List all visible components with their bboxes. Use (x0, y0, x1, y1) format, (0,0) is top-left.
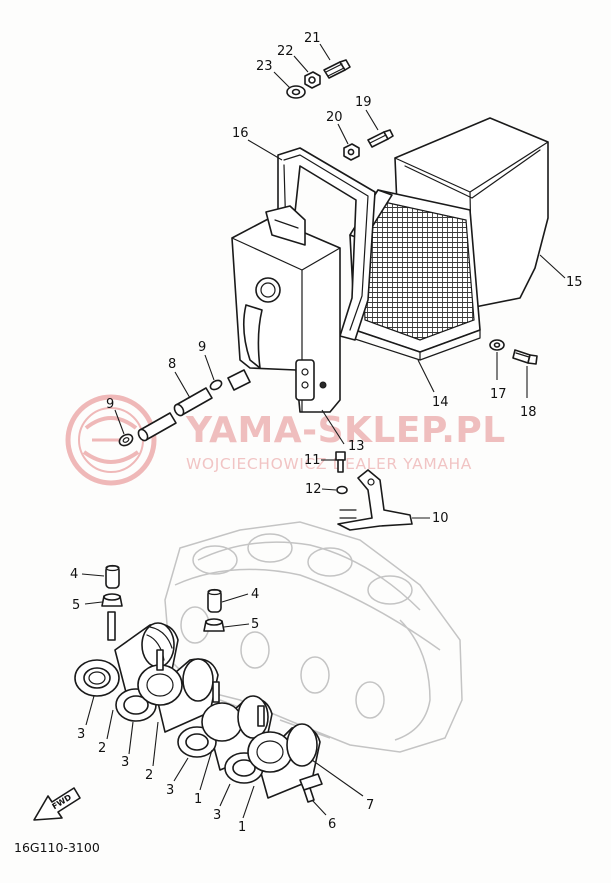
callout-3-c: 3 (166, 783, 174, 798)
callout-4-left: 4 (70, 567, 78, 582)
callout-10: 10 (432, 511, 449, 526)
nut-20 (343, 143, 360, 161)
hose-fitting (227, 369, 251, 391)
fitting-5-right (203, 618, 225, 632)
watermark: YAMA-SKLEP.PL WOJCIECHOWICZ DEALER YAMAH… (65, 394, 506, 486)
callout-4-right: 4 (251, 587, 259, 602)
washer-23 (286, 85, 306, 99)
callout-5-right: 5 (251, 617, 259, 632)
callout-2-b: 2 (145, 768, 153, 783)
watermark-title: YAMA-SKLEP.PL (185, 410, 506, 451)
nut-22 (304, 71, 321, 89)
callout-19: 19 (355, 95, 372, 110)
callout-3-a: 3 (77, 727, 85, 742)
callout-5-left: 5 (72, 598, 80, 613)
callout-21: 21 (304, 31, 321, 46)
clip-9-lower (118, 433, 134, 447)
callout-11: 11 (304, 453, 321, 468)
callout-8: 8 (168, 357, 176, 372)
fitting-5-left (101, 593, 123, 641)
callout-6: 6 (328, 817, 336, 832)
callout-2-a: 2 (98, 741, 106, 756)
callout-9-upper: 9 (198, 340, 206, 355)
air-cleaner-box (231, 205, 341, 413)
bolt-6 (299, 773, 323, 803)
carb-joint-left-lower (115, 658, 219, 733)
cap-4-left (105, 564, 120, 589)
callout-15: 15 (566, 275, 583, 290)
callout-20: 20 (326, 110, 343, 125)
leader-lines (81, 43, 566, 819)
clip-9-upper (209, 379, 223, 391)
nut-12 (336, 485, 348, 495)
watermark-subtitle: WOJCIECHOWICZ DEALER YAMAHA (186, 455, 472, 473)
bolt-19 (367, 129, 394, 148)
callout-labels: 21 22 23 20 19 16 15 14 17 18 13 9 8 9 1… (70, 31, 583, 835)
bracket-10 (337, 469, 413, 531)
callout-13: 13 (348, 439, 365, 454)
carb-joint-left-upper (74, 622, 179, 701)
nipples (156, 649, 265, 727)
front-arrow-icon: FWD (33, 787, 81, 821)
callout-18: 18 (520, 405, 537, 420)
callout-3-b: 3 (121, 755, 129, 770)
callout-1-b: 1 (238, 820, 246, 835)
bolt-18 (512, 349, 538, 365)
callout-23: 23 (256, 59, 273, 74)
callout-12: 12 (305, 482, 322, 497)
callout-7: 7 (366, 798, 374, 813)
bolt-21 (323, 59, 351, 79)
cap-4-right (207, 588, 222, 613)
callout-9-lower: 9 (106, 397, 114, 412)
callout-3-d: 3 (213, 808, 221, 823)
callout-16: 16 (232, 126, 249, 141)
bolt-11 (335, 451, 346, 473)
callout-17: 17 (490, 387, 507, 402)
callout-1-a: 1 (194, 792, 202, 807)
callout-14: 14 (432, 395, 449, 410)
callout-22: 22 (277, 44, 294, 59)
joint-8 (137, 387, 213, 442)
diagram-code: 16G110-3100 (14, 840, 100, 855)
washer-17 (489, 339, 505, 351)
